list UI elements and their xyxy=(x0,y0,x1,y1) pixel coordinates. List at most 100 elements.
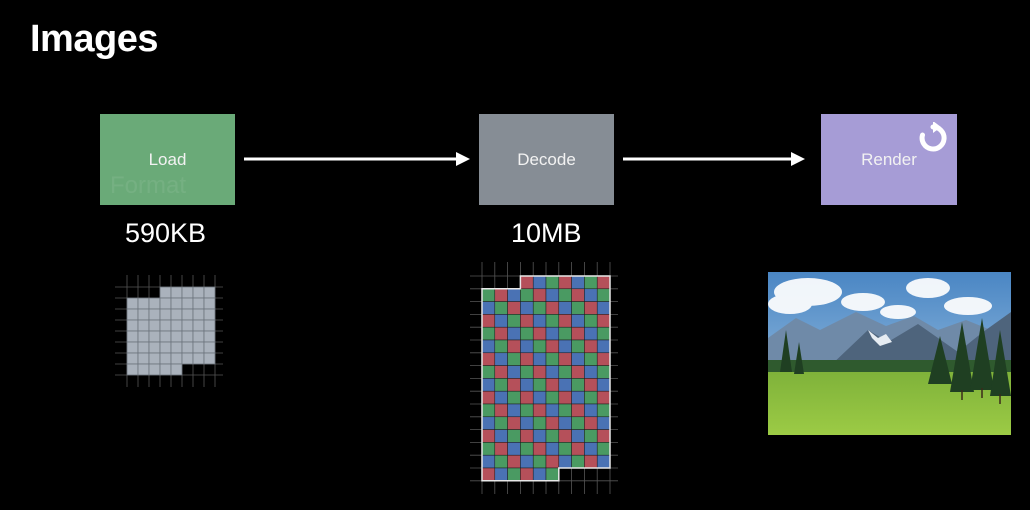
pixel-cell xyxy=(584,288,598,302)
pixel-cell xyxy=(520,467,534,482)
pixel-cell xyxy=(545,454,560,469)
compressed-cell xyxy=(137,330,150,343)
pixel-cell xyxy=(494,378,508,392)
compressed-cell xyxy=(181,341,194,354)
pixel-cell xyxy=(545,467,560,482)
pixel-cell xyxy=(520,403,534,418)
compressed-cell xyxy=(126,308,139,321)
pixel-cell xyxy=(558,301,572,315)
pixel-cell xyxy=(507,314,521,328)
load-to-decode-arrow xyxy=(244,152,470,166)
pixel-cell xyxy=(584,454,598,469)
refresh-icon xyxy=(919,122,947,152)
compressed-cell xyxy=(159,341,172,354)
compressed-cell xyxy=(203,286,216,299)
pixel-cell xyxy=(596,301,611,315)
pixel-cell xyxy=(596,454,611,469)
pixel-cell xyxy=(507,467,521,482)
compressed-cell xyxy=(181,330,194,343)
pixel-cell xyxy=(532,326,547,341)
pixel-cell xyxy=(494,314,508,328)
pixel-cell xyxy=(481,378,496,392)
pixel-cell xyxy=(532,352,547,366)
pixel-cell xyxy=(520,365,534,379)
load-stage-label: Load xyxy=(148,149,187,169)
compressed-cell xyxy=(126,341,139,354)
pixel-cell xyxy=(545,275,560,290)
pixel-cell xyxy=(532,314,547,328)
compressed-cell xyxy=(203,308,216,321)
compressed-cell xyxy=(159,297,172,310)
pixel-cell xyxy=(558,314,572,328)
pixel-cell xyxy=(584,403,598,418)
pixel-cell xyxy=(545,301,560,315)
pixel-cell xyxy=(507,288,521,302)
pixel-cell xyxy=(571,454,585,469)
pixel-cell xyxy=(520,390,534,405)
compressed-cell xyxy=(203,319,216,332)
compressed-cell xyxy=(137,308,150,321)
compressed-cell xyxy=(170,297,183,310)
compressed-cell xyxy=(181,286,194,299)
compressed-cell xyxy=(170,286,183,299)
pixel-cell xyxy=(520,416,534,430)
pixel-cell xyxy=(520,326,534,341)
pixel-cell xyxy=(596,365,611,379)
pixel-cell xyxy=(507,365,521,379)
compressed-cell xyxy=(170,341,183,354)
compressed-cell xyxy=(181,319,194,332)
slide-title: Images xyxy=(30,18,158,60)
pixel-cell xyxy=(481,301,496,315)
pixel-cell xyxy=(520,339,534,354)
pixel-cell xyxy=(558,365,572,379)
pixel-cell xyxy=(571,390,585,405)
pixel-cell xyxy=(545,442,560,456)
compressed-cell xyxy=(170,319,183,332)
pixel-cell xyxy=(571,275,585,290)
compressed-cell xyxy=(192,286,205,299)
render-stage-label: Render xyxy=(861,149,917,169)
compressed-cell xyxy=(126,330,139,343)
pixel-cell xyxy=(532,429,547,443)
pixel-cell xyxy=(571,352,585,366)
compressed-cell xyxy=(203,330,216,343)
pixel-cell xyxy=(558,275,572,290)
compressed-cell xyxy=(192,297,205,310)
pixel-cell xyxy=(596,275,611,290)
compressed-cell xyxy=(192,308,205,321)
load-size-label: 590KB xyxy=(125,218,207,248)
pixel-cell xyxy=(558,352,572,366)
pixel-cell xyxy=(558,429,572,443)
pixel-cell xyxy=(596,390,611,405)
pixel-cell xyxy=(532,454,547,469)
compressed-cell xyxy=(181,352,194,365)
pixel-cell xyxy=(494,416,508,430)
pixel-cell xyxy=(481,467,496,482)
compressed-cell xyxy=(192,352,205,365)
pixel-cell xyxy=(520,454,534,469)
load-stage: Load xyxy=(100,114,235,205)
compressed-cell xyxy=(159,308,172,321)
pixel-cell xyxy=(494,365,508,379)
pixel-cell xyxy=(596,378,611,392)
pixel-cell xyxy=(571,339,585,354)
pixel-cell xyxy=(545,314,560,328)
pixel-cell xyxy=(481,390,496,405)
pixel-cell xyxy=(494,390,508,405)
pixel-cell xyxy=(558,442,572,456)
pixel-cell xyxy=(584,352,598,366)
pixel-cell xyxy=(532,288,547,302)
pixel-cell xyxy=(494,352,508,366)
pixel-cell xyxy=(507,390,521,405)
pixel-cell xyxy=(481,339,496,354)
compressed-data-grid xyxy=(115,275,223,387)
pixel-cell xyxy=(481,416,496,430)
pixel-cell xyxy=(558,326,572,341)
pixel-cell xyxy=(532,467,547,482)
decode-stage-label: Decode xyxy=(517,149,576,169)
compressed-cell xyxy=(137,297,150,310)
pixel-cell xyxy=(584,429,598,443)
pixel-cell xyxy=(494,467,508,482)
pixel-cell xyxy=(558,339,572,354)
compressed-cell xyxy=(126,352,139,365)
